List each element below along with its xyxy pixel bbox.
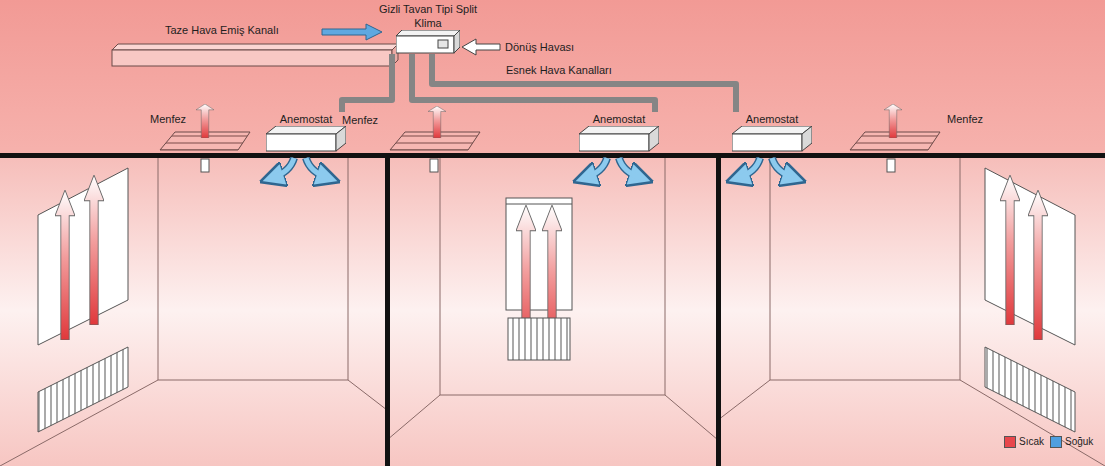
unit-side — [454, 30, 460, 53]
vent-grill — [850, 104, 940, 172]
unit-front — [396, 36, 454, 53]
diffuser-body — [579, 126, 659, 152]
return-air-arrow — [462, 39, 500, 55]
node-heading: Anemostat — [262, 112, 350, 126]
ac-unit: Gizli Tavan Tipi Split Klima — [378, 2, 478, 54]
part-label: Esnek Hava Kanalları — [506, 63, 612, 77]
ceiling-void — [0, 0, 1105, 155]
diffuser-body — [266, 126, 346, 152]
diffuser-body — [732, 126, 812, 152]
vent-label: Menfez — [342, 113, 378, 127]
diffuser-front — [266, 134, 336, 151]
part-label: Dönüş Havası — [505, 40, 574, 54]
window — [38, 168, 128, 345]
diffuser-front — [732, 134, 802, 151]
diffuser-side — [802, 126, 812, 151]
cold-air-arrows — [272, 158, 794, 178]
node-heading: Anemostat — [728, 112, 816, 126]
room-lines — [0, 158, 1105, 466]
legend-text: Soğuk — [1065, 436, 1093, 448]
legend-swatch — [1050, 436, 1062, 448]
node-heading: Gizli Tavan Tipi Split Klima — [378, 2, 478, 30]
diffuser-side — [649, 126, 659, 151]
ceiling-slab — [0, 153, 1105, 158]
radiator — [508, 318, 570, 360]
legend-item: Soğuk — [1050, 436, 1093, 448]
room-space — [0, 155, 1105, 466]
vent-grill — [390, 106, 480, 172]
diffuser-front — [579, 134, 649, 151]
flexible-duct — [342, 54, 392, 112]
unit-grille — [438, 40, 448, 48]
legend-text: Sıcak — [1019, 436, 1044, 448]
legend: Sıcak Soğuk — [1004, 436, 1093, 448]
wall — [716, 155, 721, 466]
vent-label: Menfez — [150, 112, 186, 126]
node-heading: Anemostat — [575, 112, 663, 126]
fresh-air-duct — [112, 44, 398, 66]
legend-item: Sıcak — [1004, 436, 1044, 448]
fresh-air-arrow — [322, 24, 382, 40]
flexible-duct — [432, 54, 736, 112]
vent-label: Menfez — [947, 112, 983, 126]
diffuser-box: Anemostat — [575, 112, 663, 152]
diffuser-top — [266, 126, 346, 134]
radiator — [985, 347, 1075, 432]
wall — [385, 155, 390, 466]
unit-top — [396, 30, 460, 36]
diffuser-top — [579, 126, 659, 134]
diffuser-box: Anemostat — [728, 112, 816, 152]
diffuser-box: Anemostat — [262, 112, 350, 152]
window — [985, 168, 1075, 345]
ac-unit-body — [396, 30, 460, 54]
part-label: Taze Hava Emiş Kanalı — [165, 23, 279, 37]
radiator — [38, 347, 128, 432]
diffuser-side — [336, 126, 346, 151]
legend-swatch — [1004, 436, 1016, 448]
diffuser-top — [732, 126, 812, 134]
